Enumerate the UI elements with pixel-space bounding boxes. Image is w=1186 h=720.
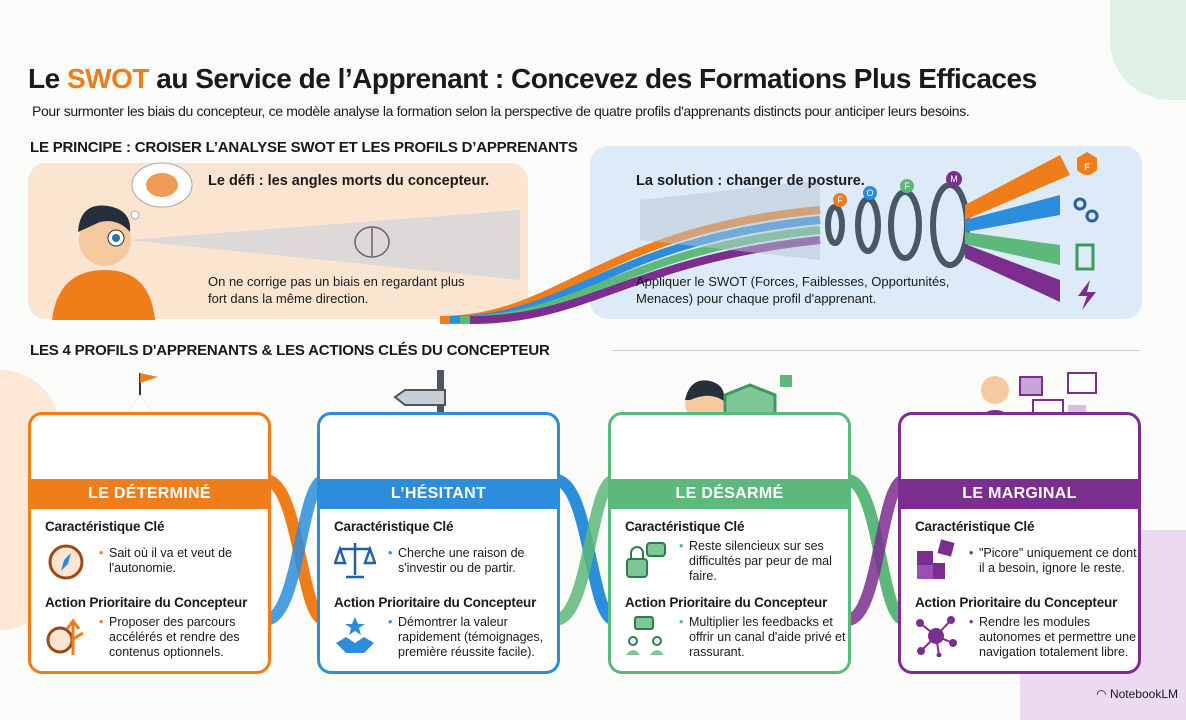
shield-letter: F bbox=[1084, 162, 1090, 172]
ray-faiblesses bbox=[965, 195, 1060, 232]
action-label: Action Prioritaire du Concepteur bbox=[45, 595, 248, 610]
profile-name: LE DÉSARMÉ bbox=[608, 479, 851, 509]
network-play-icon bbox=[916, 616, 957, 657]
profile-name: LE MARGINAL bbox=[898, 479, 1141, 509]
stopwatch-arrows-icon bbox=[46, 618, 84, 655]
char-text: Reste silencieux sur ses difficultés par… bbox=[679, 539, 849, 584]
brain-outline-icon bbox=[354, 226, 390, 258]
lens-rings bbox=[825, 182, 970, 268]
principle-illustration bbox=[52, 152, 1099, 324]
ray-forces bbox=[965, 155, 1070, 220]
action-text: Proposer des parcours accélérés et rendr… bbox=[99, 615, 269, 660]
action-label: Action Prioritaire du Concepteur bbox=[334, 595, 537, 610]
profile-card-marginal: LE MARGINAL Caractéristique Clé "Picore"… bbox=[898, 412, 1141, 674]
profiles-heading: LES 4 PROFILS D'APPRENANTS & LES ACTIONS… bbox=[30, 342, 550, 359]
watermark-text: NotebookLM bbox=[1109, 687, 1178, 701]
char-text: Sait où il va et veut de l'autonomie. bbox=[99, 546, 269, 576]
puzzle-icon bbox=[917, 539, 955, 579]
compass-icon bbox=[48, 544, 84, 580]
profile-card-determine: LE DÉTERMINÉ Caractéristique Clé Sait où… bbox=[28, 412, 271, 674]
profile-card-desarme: LE DÉSARMÉ Caractéristique Clé Reste sil… bbox=[608, 412, 851, 674]
ray-opportunites bbox=[965, 232, 1060, 265]
lightning-icon bbox=[1078, 280, 1096, 310]
principle-heading: LE PRINCIPE : CROISER L’ANALYSE SWOT ET … bbox=[30, 139, 578, 156]
char-label: Caractéristique Clé bbox=[334, 519, 454, 534]
char-label: Caractéristique Clé bbox=[45, 519, 165, 534]
handshake-star-icon bbox=[336, 617, 374, 653]
char-label: Caractéristique Clé bbox=[915, 519, 1035, 534]
subtitle: Pour surmonter les biais du concepteur, … bbox=[32, 103, 970, 119]
action-label: Action Prioritaire du Concepteur bbox=[915, 595, 1118, 610]
action-text: Rendre les modules autonomes et permettr… bbox=[969, 615, 1139, 660]
thought-bubble-brain-icon bbox=[130, 162, 193, 220]
page-title: Le SWOT au Service de l’Apprenant : Conc… bbox=[28, 63, 1037, 94]
challenge-text: On ne corrige pas un biais en regardant … bbox=[208, 274, 465, 306]
lock-chat-icon bbox=[626, 542, 666, 578]
bg-blob-green bbox=[1110, 0, 1186, 100]
people-chat-icon bbox=[626, 616, 664, 655]
char-label: Caractéristique Clé bbox=[625, 519, 745, 534]
profile-name: L’HÉSITANT bbox=[317, 479, 560, 509]
char-text: "Picore" uniquement ce dont il a besoin,… bbox=[969, 546, 1139, 576]
scales-icon bbox=[334, 543, 376, 579]
connector-ribbons bbox=[263, 474, 908, 626]
action-label: Action Prioritaire du Concepteur bbox=[625, 595, 828, 610]
lens-letter-f2: F bbox=[900, 179, 914, 193]
gaze-beam bbox=[128, 210, 520, 280]
lens-letter-f: F bbox=[833, 193, 847, 207]
char-text: Cherche une raison de s'investir ou de p… bbox=[388, 546, 558, 576]
challenge-title: Le défi : les angles morts du concepteur… bbox=[208, 173, 490, 189]
notebooklm-watermark: ◠ NotebookLM bbox=[1096, 687, 1178, 701]
action-text: Démontrer la valeur rapidement (témoigna… bbox=[388, 615, 558, 660]
lens-letter-o: O bbox=[863, 186, 877, 200]
ray-menaces bbox=[965, 244, 1060, 302]
solution-title: La solution : changer de posture. bbox=[636, 173, 865, 189]
divider bbox=[612, 350, 1140, 351]
notebooklm-logo-icon: ◠ bbox=[1096, 687, 1110, 701]
action-text: Multiplier les feedbacks et offrir un ca… bbox=[679, 615, 849, 660]
profile-name: LE DÉTERMINÉ bbox=[28, 479, 271, 509]
person-icon bbox=[52, 205, 155, 320]
shield-icon bbox=[1077, 152, 1097, 175]
door-icon bbox=[1075, 243, 1095, 271]
broken-link-icon bbox=[1073, 197, 1099, 223]
lens-letter-m: M bbox=[946, 171, 962, 187]
solution-text: Appliquer le SWOT (Forces, Faiblesses, O… bbox=[636, 274, 950, 306]
profile-card-hesitant: L’HÉSITANT Caractéristique Clé Cherche u… bbox=[317, 412, 560, 674]
